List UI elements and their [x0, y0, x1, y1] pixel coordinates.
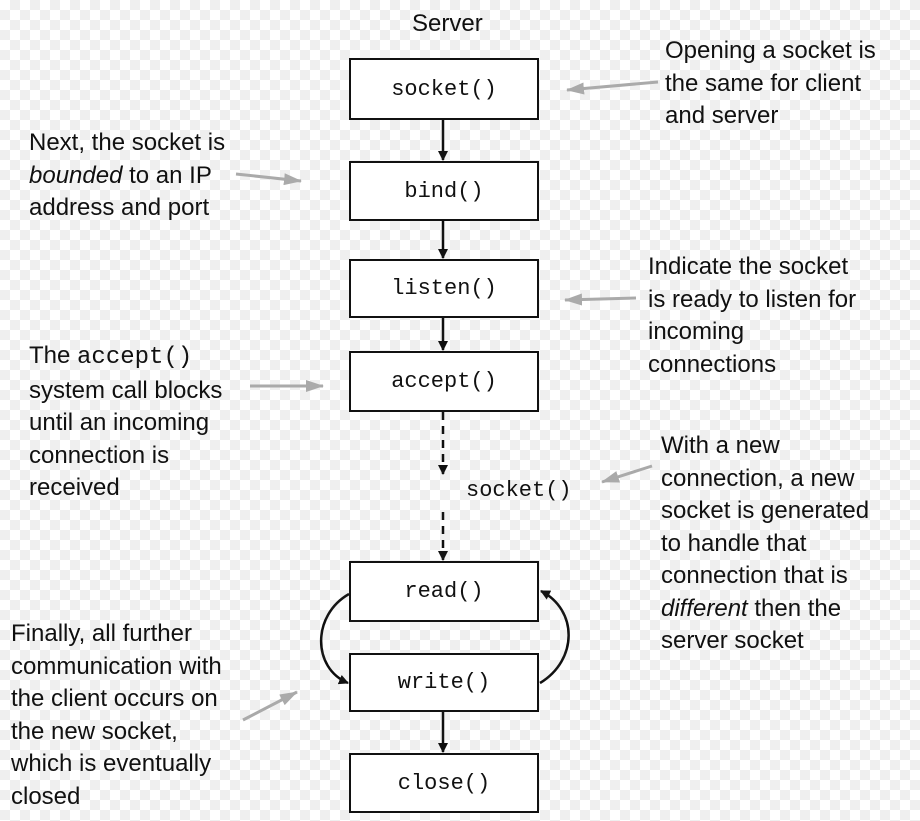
accept-box: accept() [349, 351, 539, 412]
pointer-new-socket-note [601, 464, 653, 484]
pointer-opening-note [566, 80, 659, 95]
new-socket-label: socket() [466, 478, 572, 503]
bind-box: bind() [349, 161, 539, 221]
write-box: write() [349, 653, 539, 712]
pointer-bound-note [235, 172, 302, 186]
diagram-title: Server [412, 10, 483, 37]
listen-box: listen() [349, 259, 539, 318]
socket-box: socket() [349, 58, 539, 120]
note-final: Finally, all further communication with … [11, 620, 222, 810]
pointer-listen-note [564, 293, 637, 306]
pointer-final-note [242, 690, 298, 722]
note-new-socket: With a new connection, a new socket is g… [661, 432, 870, 654]
loop-arrow-write-to-read [539, 589, 570, 685]
note-bound-socket: Next, the socket is bounded to an IP add… [29, 129, 226, 221]
note-listen: Indicate the socket is ready to listen f… [648, 253, 857, 378]
loop-arrow-read-to-write [319, 592, 350, 685]
note-opening-socket: Opening a socket is the same for client … [665, 37, 876, 129]
close-box: close() [349, 753, 539, 813]
read-box: read() [349, 561, 539, 622]
note-accept: The accept() system call blocks until an… [29, 342, 223, 501]
